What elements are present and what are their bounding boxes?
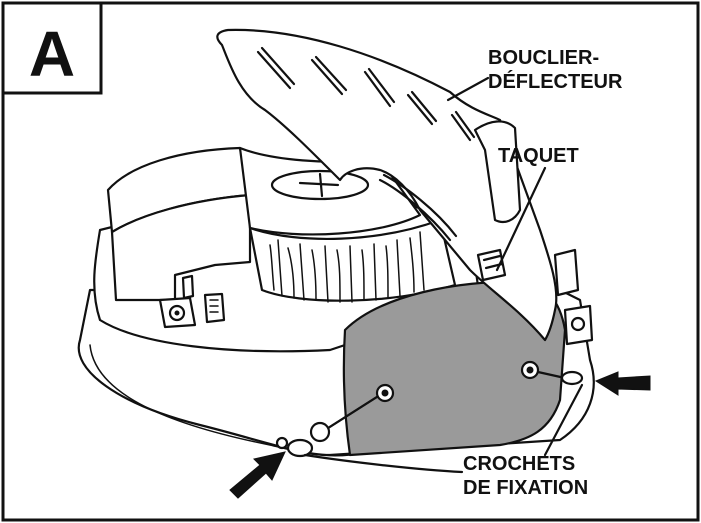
fixation-hook-left (275, 383, 395, 458)
fixation-hook-right (520, 360, 584, 386)
panel-letter: A (29, 18, 75, 90)
leader-line-tab (495, 166, 547, 272)
label-deflector-line1: BOUCLIER- (488, 47, 599, 69)
shaded-guard-area (342, 280, 567, 457)
leader-line-deflector (446, 76, 490, 102)
leader-line-hook-left (303, 453, 464, 474)
arrow-icon (229, 451, 286, 499)
panel-letter-box: A (1, 1, 103, 95)
label-hooks-line2: DE FIXATION (463, 477, 588, 499)
label-tab: TAQUET (498, 145, 579, 167)
label-hooks-line1: CROCHETS (463, 453, 575, 475)
leader-line-hook-right (543, 383, 584, 457)
tab-detail (476, 248, 507, 282)
arrow-icon (594, 371, 651, 396)
deflector-shield (216, 28, 558, 342)
label-deflector-line2: DÉFLECTEUR (488, 70, 623, 93)
